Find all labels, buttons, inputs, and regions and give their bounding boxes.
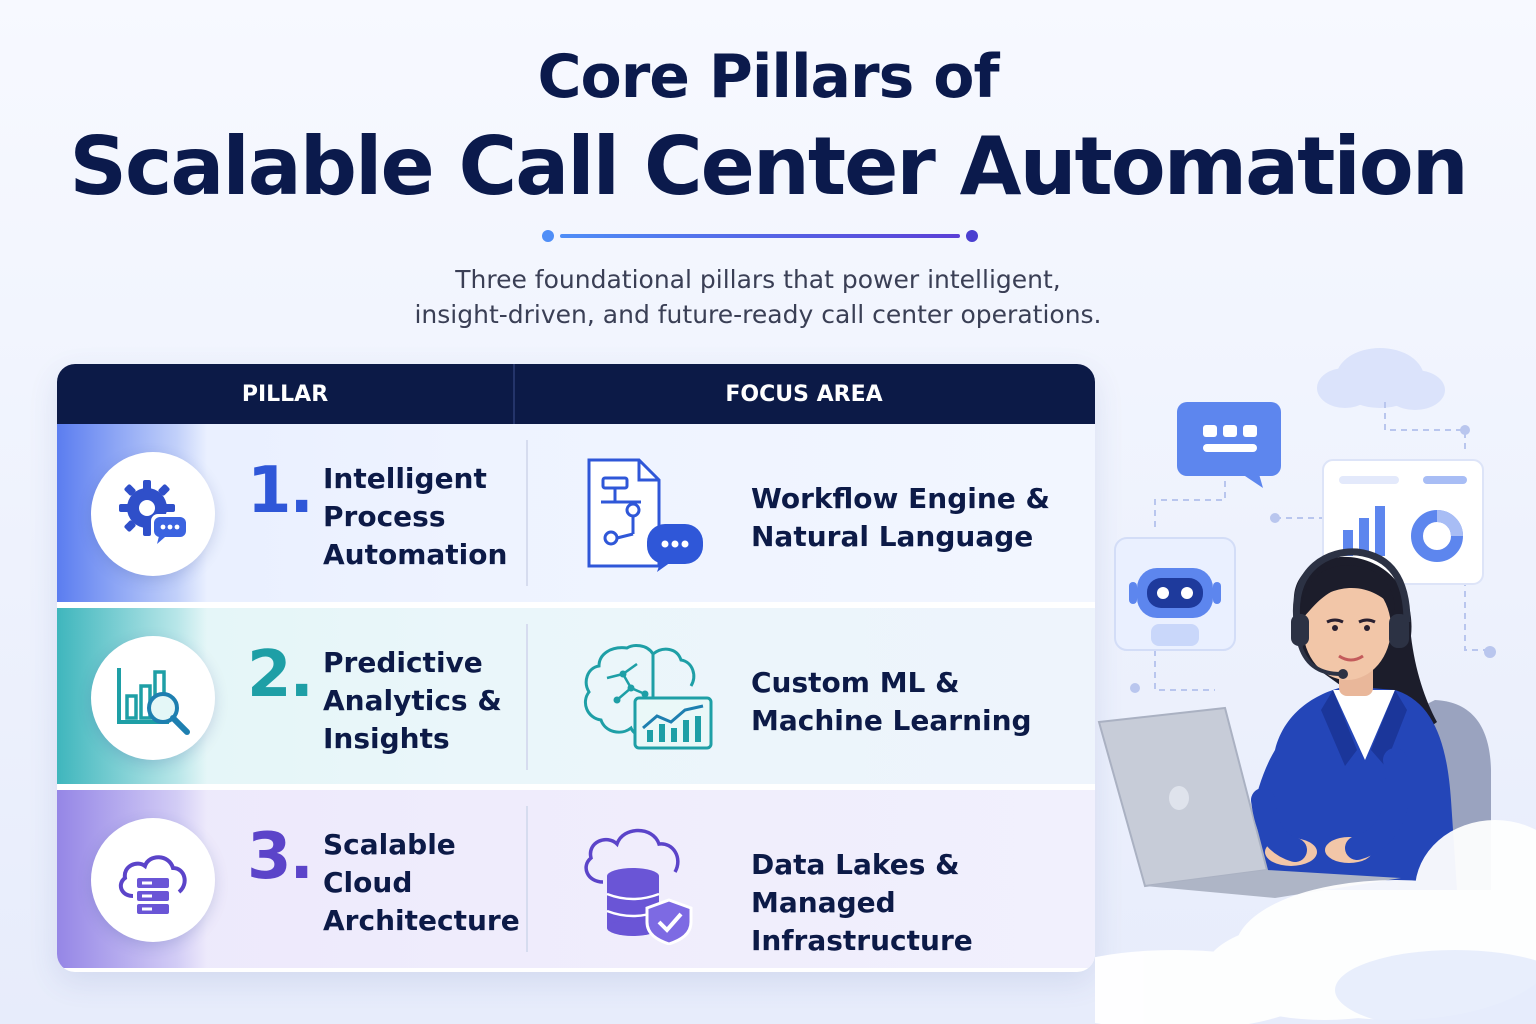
workflow-document-icon [587, 458, 703, 572]
laptop-icon [1097, 706, 1401, 898]
pillar-name-line: Analytics & [323, 684, 502, 717]
cloud-database-shield-icon [584, 828, 693, 945]
focus-area-name: Custom ML & Machine Learning [751, 664, 1032, 740]
subtitle-line2: insight-driven, and future-ready call ce… [414, 300, 1102, 329]
pillar-name-line: Scalable [323, 828, 456, 861]
focus-area-line: Managed Infrastructure [751, 886, 973, 957]
pillar-number: 1. [247, 454, 314, 528]
column-separator [526, 624, 528, 770]
subtitle: Three foundational pillars that power in… [0, 262, 1516, 332]
pillar-icon-badge [91, 818, 215, 942]
brain-chart-icon [584, 644, 713, 750]
page-title-line2: Scalable Call Center Automation [69, 120, 1468, 213]
table-header: PILLAR FOCUS AREA [57, 364, 1095, 424]
pillar-name-line: Architecture [323, 904, 520, 937]
focus-area-line: Custom ML & [751, 666, 960, 699]
pillar-name: Predictive Analytics & Insights [323, 644, 502, 758]
pillar-name-line: Cloud [323, 866, 413, 899]
chat-bubble-icon [1177, 402, 1281, 488]
pillar-name: Scalable Cloud Architecture [323, 826, 520, 940]
title-divider [542, 230, 978, 242]
gear-chat-icon [119, 480, 189, 544]
pillar-name-line: Insights [323, 722, 450, 755]
headset-icon [1291, 548, 1411, 679]
column-header-pillar: PILLAR [241, 382, 329, 407]
row-gap [57, 784, 1095, 790]
pillar-name-line: Predictive [323, 646, 483, 679]
header-separator [513, 364, 515, 424]
pillars-table: PILLAR FOCUS AREA [57, 364, 1095, 972]
column-header-focus-area: FOCUS AREA [725, 382, 883, 407]
focus-area-name: Data Lakes & Managed Infrastructure [751, 846, 1095, 960]
column-separator [526, 440, 528, 586]
column-separator [526, 806, 528, 952]
focus-area-line: Machine Learning [751, 704, 1032, 737]
table-row-3: 3. Scalable Cloud Architecture Data Lake… [57, 790, 1095, 968]
page-title-line1: Core Pillars of [537, 42, 999, 112]
pillar-name-line: Process [323, 500, 446, 533]
focus-area-line: Natural Language [751, 520, 1034, 553]
cloud-decoration [1317, 348, 1445, 410]
pillar-name: Intelligent Process Automation [323, 460, 507, 574]
pillar-icon-badge [91, 452, 215, 576]
pillar-name-line: Intelligent [323, 462, 487, 495]
subtitle-line1: Three foundational pillars that power in… [455, 265, 1061, 294]
agent-face [1303, 576, 1391, 680]
cloud-server-icon [118, 855, 187, 914]
table-row-1: 1. Intelligent Process Automation Workfl… [57, 424, 1095, 602]
pillar-number: 2. [247, 638, 314, 712]
focus-area-line: Data Lakes & [751, 848, 960, 881]
table-row-2: 2. Predictive Analytics & Insights Custo… [57, 608, 1095, 786]
chatbot-robot-icon [1114, 537, 1236, 651]
pillar-icon-badge [91, 636, 215, 760]
pillar-name-line: Automation [323, 538, 508, 571]
row-gap [57, 602, 1095, 608]
analytics-magnifier-icon [117, 668, 190, 735]
focus-area-line: Workflow Engine & [751, 482, 1050, 515]
pillar-number: 3. [247, 820, 314, 894]
call-center-agent-illustration [1095, 348, 1536, 1024]
focus-area-name: Workflow Engine & Natural Language [751, 480, 1050, 556]
